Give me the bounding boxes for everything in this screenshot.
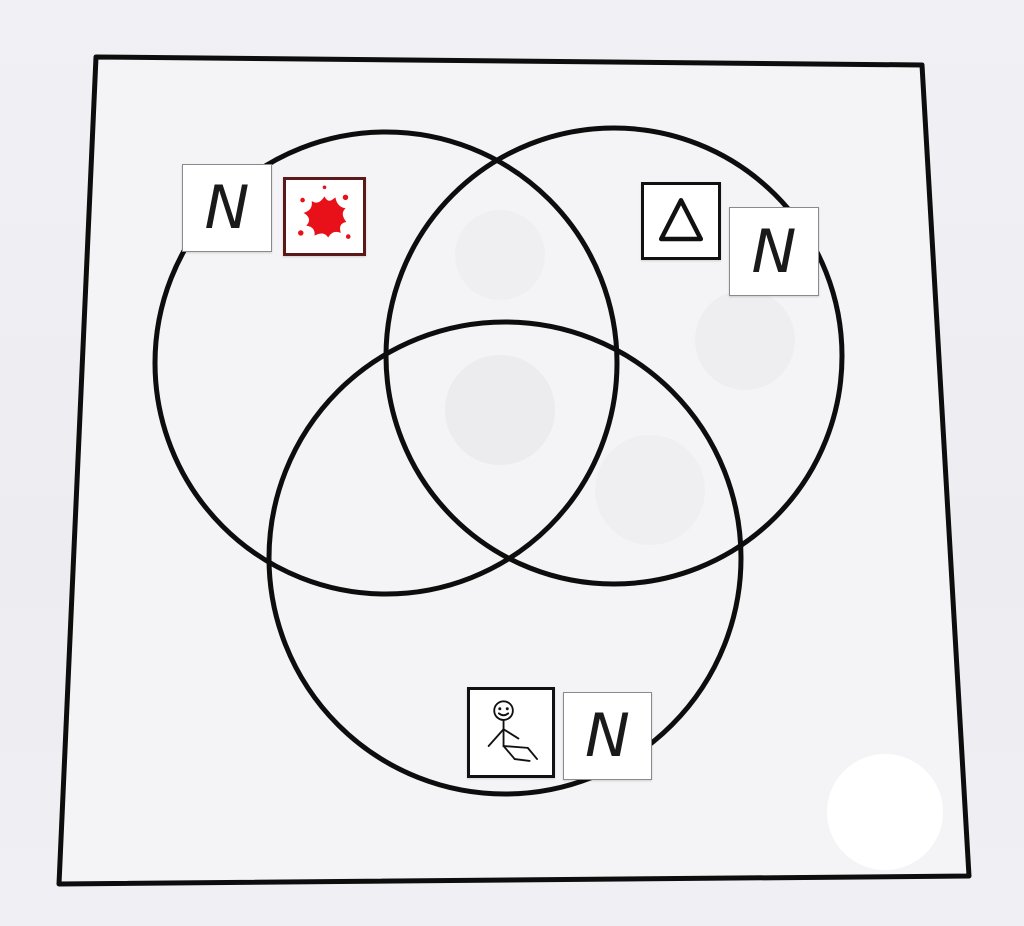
background-blotch [445, 355, 555, 465]
triangle-card [641, 182, 721, 260]
set-circle-bottom [266, 319, 744, 797]
letter-label: N [751, 216, 797, 287]
triangle-icon [658, 198, 704, 242]
background-blotch [695, 290, 795, 390]
letter-label: N [585, 701, 630, 771]
letter-card-top-left: N [182, 164, 272, 252]
letter-label: N [204, 173, 250, 243]
sitting-stick-figure-icon [487, 700, 539, 762]
background-blotch [595, 435, 705, 545]
splat-card [283, 177, 366, 256]
background-blotch [827, 754, 943, 870]
red-splat-icon [298, 185, 351, 239]
letter-card-bottom: N [563, 692, 652, 780]
letter-card-top-right: N [729, 207, 819, 296]
set-circle-top-left [152, 129, 620, 597]
stick-figure-card [467, 687, 555, 778]
background-blotch [455, 210, 545, 300]
